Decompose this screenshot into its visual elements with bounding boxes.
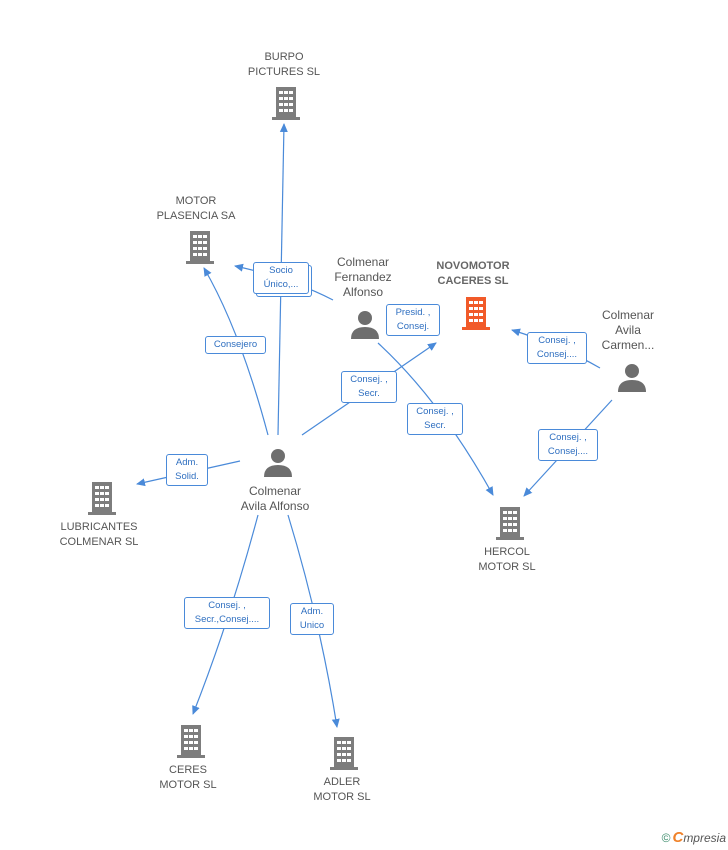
edge-label-adm-solid[interactable]: Adm. Solid. [166, 454, 208, 486]
node-label-carmen[interactable]: Colmenar Avila Carmen... [601, 308, 655, 352]
building-icon[interactable] [175, 724, 207, 758]
edge-label-ceres[interactable]: Consej. , Secr.,Consej.... [184, 597, 270, 629]
edge-label-adm-unico[interactable]: Adm. Unico [290, 603, 334, 635]
building-icon[interactable] [270, 86, 302, 120]
node-label-fernandez[interactable]: Colmenar Fernandez Alfonso [334, 255, 392, 299]
person-icon[interactable] [350, 310, 380, 340]
copyright-symbol: © [661, 831, 671, 845]
brand-logo-initial: C [672, 829, 684, 846]
building-icon[interactable] [460, 296, 492, 330]
edge-label-consej-secr-1[interactable]: Consej. , Secr. [341, 371, 397, 403]
footer-brand: ©Cmpresia [662, 829, 726, 846]
edge-label-socio[interactable]: Socio Único,... [253, 262, 309, 294]
building-icon[interactable] [328, 736, 360, 770]
edge-label-presid[interactable]: Presid. , Consej. [386, 304, 440, 336]
person-icon[interactable] [263, 448, 293, 478]
node-label-alfonso[interactable]: Colmenar Avila Alfonso [240, 484, 310, 513]
node-label-novomotor[interactable]: NOVOMOTOR CACERES SL [436, 260, 510, 287]
building-icon[interactable] [184, 230, 216, 264]
node-label-adler[interactable]: ADLER MOTOR SL [313, 776, 371, 803]
person-icon[interactable] [617, 363, 647, 393]
building-icon[interactable] [86, 481, 118, 515]
building-icon[interactable] [494, 506, 526, 540]
edge-label-carmen-novomotor[interactable]: Consej. , Consej.... [527, 332, 587, 364]
edge-label-carmen-hercol[interactable]: Consej. , Consej.... [538, 429, 598, 461]
node-label-ceres[interactable]: CERES MOTOR SL [159, 764, 217, 791]
node-label-lubricantes[interactable]: LUBRICANTES COLMENAR SL [59, 521, 139, 548]
edge-label-consej-secr-2[interactable]: Consej. , Secr. [407, 403, 463, 435]
node-label-burpo[interactable]: BURPO PICTURES SL [247, 51, 321, 78]
node-label-hercol[interactable]: HERCOL MOTOR SL [478, 546, 536, 573]
brand-name: mpresia [683, 831, 726, 845]
node-label-motor-plasencia[interactable]: MOTOR PLASENCIA SA [156, 195, 236, 222]
edge-label-consejero[interactable]: Consejero [205, 336, 266, 354]
